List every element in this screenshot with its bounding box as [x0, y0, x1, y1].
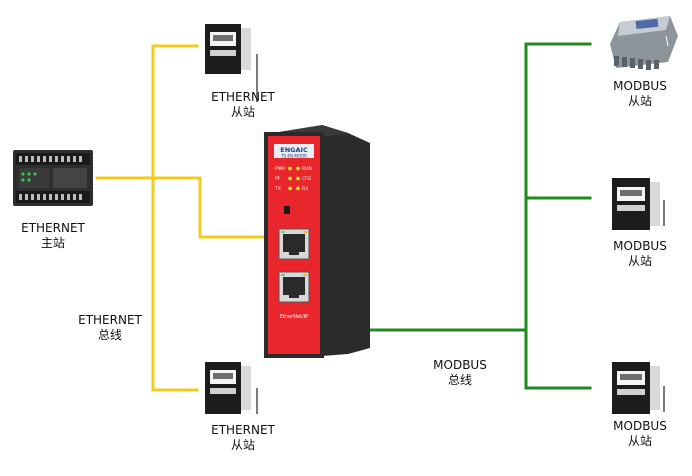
label-modbus-slave-1-line1: MODBUS — [613, 79, 667, 93]
led-label-run: RUN — [302, 166, 312, 172]
gateway-port-label: EtherNet/IP — [280, 314, 308, 320]
led-run — [295, 166, 301, 171]
label-modbus-slave-3: MODBUS 从站 — [613, 419, 667, 449]
led-cfg — [295, 176, 301, 181]
label-master: ETHERNET 主站 — [21, 221, 85, 251]
label-eth-bus-line2: 总线 — [97, 328, 122, 342]
led-pwr — [287, 166, 293, 171]
ethernet-port-2 — [278, 271, 310, 303]
gateway-usb-port — [284, 206, 290, 214]
led-label-pf: PF — [275, 176, 281, 182]
gateway-side-panel — [322, 125, 370, 356]
gateway-badge — [274, 144, 314, 158]
eth-slave-top-drive-icon — [205, 24, 258, 102]
gateway-front-frame — [264, 132, 324, 358]
io-module-icon — [610, 16, 678, 70]
label-eth-slave-top-line1: ETHERNET — [211, 90, 275, 104]
gateway-device: ENGAIC TS-EN-MODB PWR PF TX RUN CFG RX — [264, 125, 370, 358]
label-modbus-slave-2-line2: 从站 — [627, 254, 653, 268]
modbus-bus-lines — [346, 42, 592, 390]
modbus-slave-3-drive-icon — [612, 362, 665, 414]
label-eth-bus: ETHERNET 总线 — [78, 313, 142, 343]
led-label-tx: TX — [274, 186, 281, 192]
led-rx — [295, 186, 301, 191]
gateway-led-panel: PWR PF TX RUN CFG RX — [274, 166, 312, 192]
ethernet-port-1 — [278, 228, 310, 260]
label-eth-bus-line1: ETHERNET — [78, 313, 142, 327]
led-label-rx: RX — [302, 186, 308, 192]
label-modbus-bus: MODBUS 总线 — [433, 358, 487, 388]
label-master-line1: ETHERNET — [21, 221, 85, 235]
label-master-line2: 主站 — [40, 236, 65, 250]
gateway-brand: ENGAIC — [280, 146, 308, 154]
led-label-cfg: CFG — [302, 176, 312, 182]
label-modbus-slave-3-line1: MODBUS — [613, 419, 667, 433]
modbus-slave-2-drive-icon — [612, 178, 665, 230]
label-modbus-bus-line1: MODBUS — [433, 358, 487, 372]
label-modbus-slave-2-line1: MODBUS — [613, 239, 667, 253]
ethernet-bus-lines — [95, 44, 282, 392]
led-tx — [287, 186, 293, 191]
label-modbus-slave-3-line2: 从站 — [627, 434, 653, 448]
label-modbus-slave-1-line2: 从站 — [627, 94, 653, 108]
eth-gateway-link — [151, 176, 282, 239]
label-eth-slave-top: ETHERNET 从站 — [211, 90, 275, 120]
label-modbus-bus-line2: 总线 — [447, 373, 473, 387]
label-eth-slave-bottom-line1: ETHERNET — [211, 423, 275, 437]
led-label-pwr: PWR — [275, 166, 285, 172]
label-modbus-slave-2: MODBUS 从站 — [613, 239, 667, 269]
eth-slave-bottom-drive-icon — [205, 362, 258, 414]
label-eth-slave-bottom-line2: 从站 — [230, 438, 255, 452]
label-eth-slave-bottom: ETHERNET 从站 — [211, 423, 275, 453]
led-pf — [287, 176, 293, 181]
gateway-model: TS-EN-MODB — [280, 154, 307, 159]
label-modbus-slave-1: MODBUS 从站 — [613, 79, 667, 109]
label-eth-slave-top-line2: 从站 — [230, 105, 255, 119]
plc-icon — [13, 150, 93, 206]
